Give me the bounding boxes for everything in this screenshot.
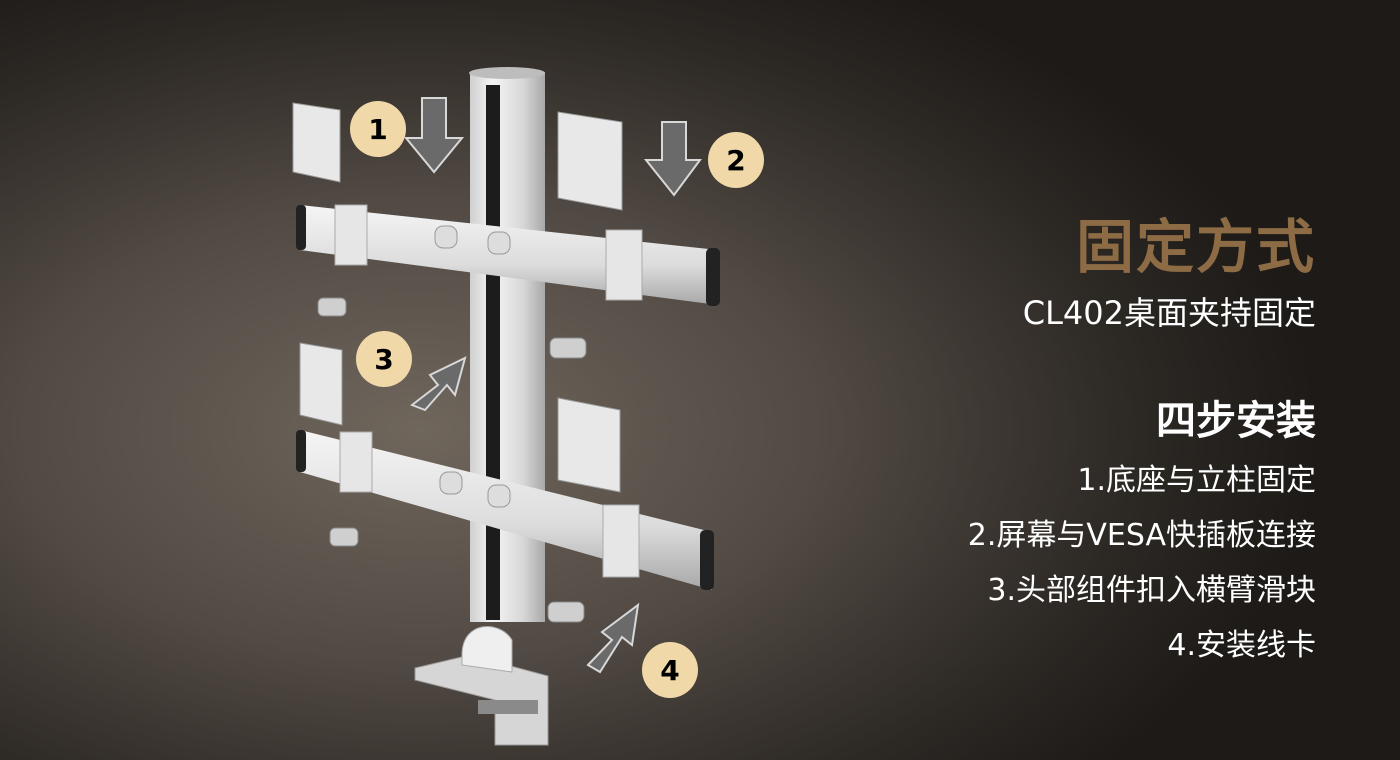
install-step: 4.安装线卡 <box>1167 628 1316 663</box>
section-title: 固定方式 <box>1075 213 1316 281</box>
install-step: 3.头部组件扣入横臂滑块 <box>987 573 1316 608</box>
install-step: 1.底座与立柱固定 <box>1077 463 1316 498</box>
arrow-up-right-icon <box>409 356 467 412</box>
arrow-up-right-icon <box>586 602 640 674</box>
upper-crossbar <box>296 204 720 306</box>
step-badge-2: 2 <box>708 132 764 188</box>
arrow-down-icon <box>643 121 702 197</box>
lower-crossbar <box>296 430 714 590</box>
arrow-down-icon <box>403 97 465 174</box>
step-badge-4: 4 <box>642 642 698 698</box>
vesa-plates <box>292 102 623 493</box>
cable-clips <box>317 297 587 623</box>
desk-clamp <box>414 626 549 746</box>
svg-text:1: 1 <box>368 113 387 146</box>
step-badge-1: 1 <box>350 101 406 157</box>
svg-text:3: 3 <box>374 343 393 376</box>
install-title: 四步安装 <box>1156 398 1316 444</box>
svg-text:2: 2 <box>726 144 745 177</box>
arrow-icons <box>403 97 702 674</box>
install-step: 2.屏幕与VESA快插板连接 <box>967 518 1316 553</box>
mount-type: CL402桌面夹持固定 <box>1022 294 1316 332</box>
step-badges: 1 2 3 4 <box>350 101 764 698</box>
step-badge-3: 3 <box>356 331 412 387</box>
svg-text:4: 4 <box>660 654 679 687</box>
